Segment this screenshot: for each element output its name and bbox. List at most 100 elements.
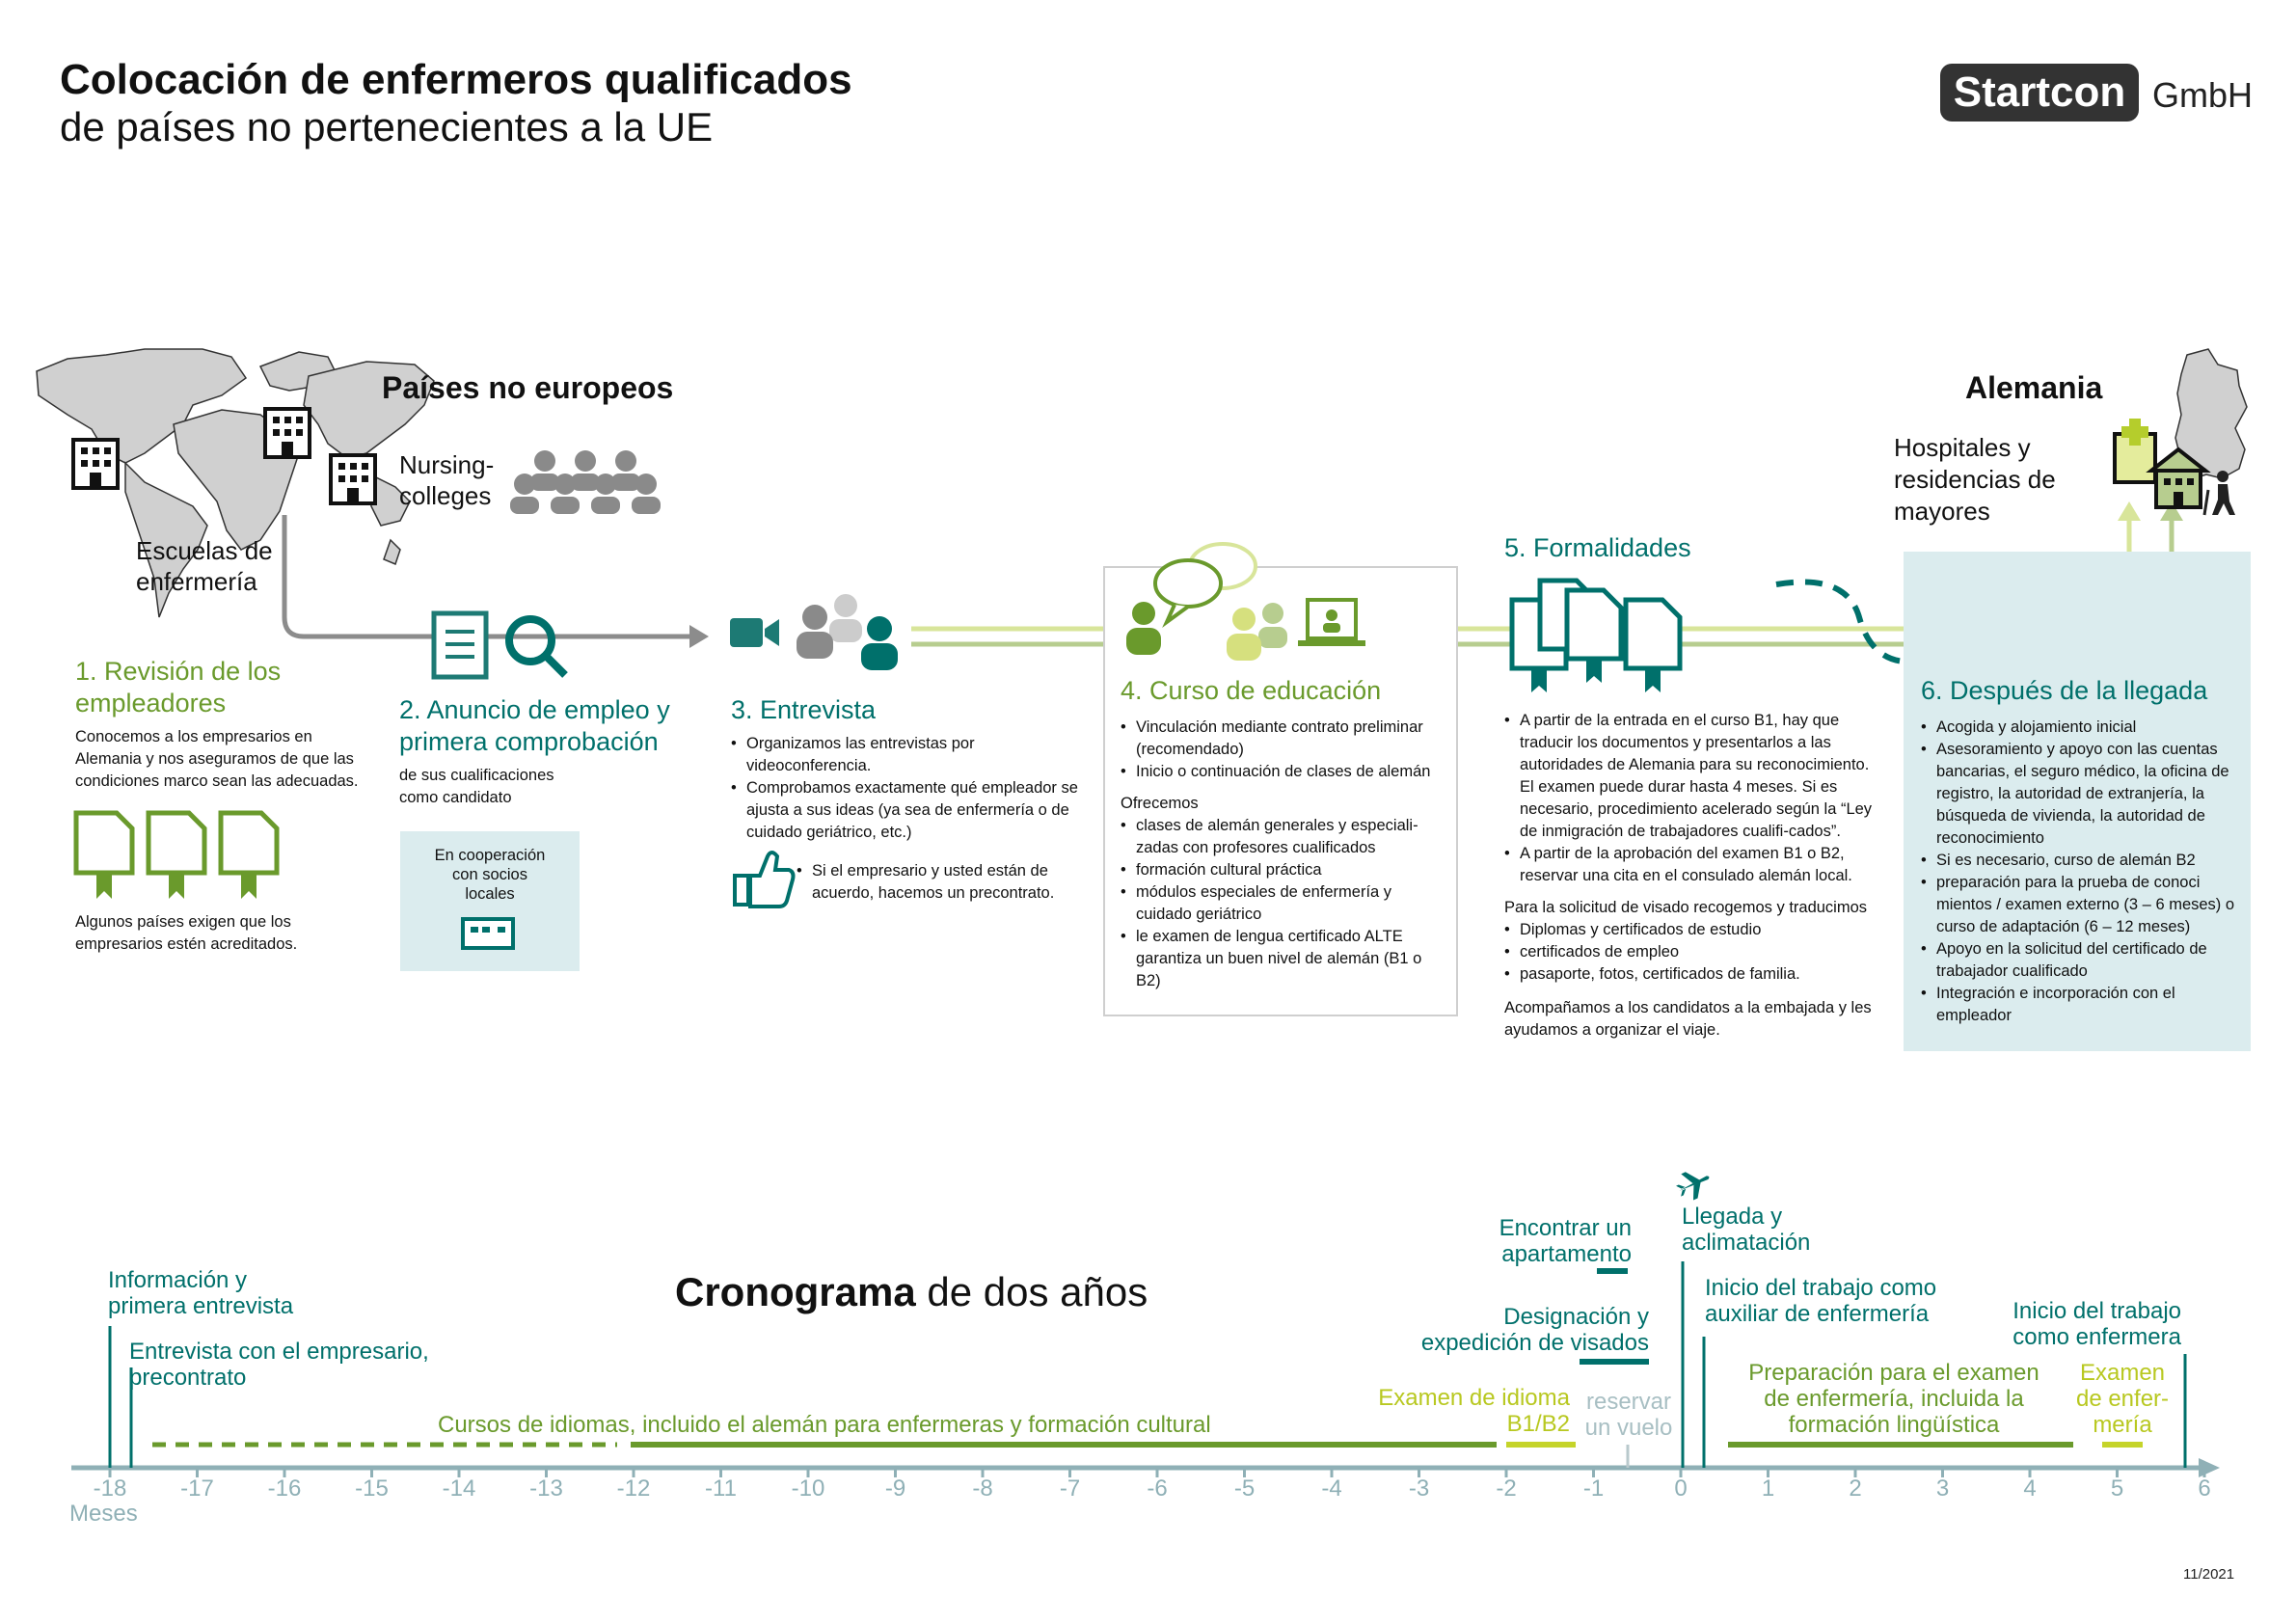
timeline-tick-label: 4 (2023, 1475, 2037, 1502)
timeline-tick-label: 2 (1849, 1475, 1862, 1502)
certificate-icons (73, 810, 280, 899)
timeline-tick-label: -6 (1147, 1475, 1168, 1502)
step3-item: Organizamos las entrevistas por videocon… (731, 733, 1078, 777)
tl-interview: Entrevista con el empresario, precontrat… (129, 1339, 429, 1391)
building-icon-2 (263, 407, 311, 459)
step3-title: 3. Entrevista (731, 695, 877, 724)
speech-bubbles-icon (1153, 542, 1257, 629)
step4-item: Inicio o continuación de clases de alemá… (1121, 761, 1445, 783)
timeline-tick-label: 6 (2198, 1475, 2211, 1502)
timeline-title: Cronograma de dos años (675, 1269, 1148, 1315)
timeline-tick-label: -15 (355, 1475, 389, 1502)
step6-item: Integración e incorporación con el emple… (1921, 983, 2239, 1027)
tl-arrival: Llegada y aclimatación (1682, 1204, 1811, 1256)
timeline-ticks (108, 1468, 2206, 1477)
step4-title: 4. Curso de educación (1121, 676, 1382, 705)
step5-visa-item: certificados de empleo (1504, 941, 1886, 963)
step2-text: de sus cualificaciones como candidato (399, 767, 554, 806)
timeline-tick-label: 5 (2110, 1475, 2124, 1502)
step5-visa-title: Para la solicitud de visado recogemos y … (1504, 899, 1868, 916)
step6-item: Apoyo en la solicitud del certificado de… (1921, 938, 2239, 983)
step6-item: preparación para la prueba de conoci mie… (1921, 872, 2239, 938)
grey-flow-arrow (282, 515, 689, 639)
people-group-icon (510, 450, 661, 514)
document-icon (431, 610, 489, 680)
timeline-tick-label: -16 (267, 1475, 302, 1502)
step3-list: Organizamos las entrevistas por videocon… (731, 733, 1078, 844)
tl-exam-nurse: Examen de enfer- mería (2075, 1360, 2170, 1438)
step1-note: Algunos países exigen que los empresario… (75, 913, 298, 953)
step6-item: Asesoramiento y apoyo con las cuentas ba… (1921, 739, 2239, 850)
step3-item: Comprobamos exactamente qué empleador se… (731, 777, 1078, 844)
step4-offer: módulos especiales de enfermería y cuida… (1121, 881, 1425, 926)
germany-map-icon (2174, 348, 2248, 481)
timeline-tick-label: -7 (1059, 1475, 1081, 1502)
magnifier-icon (505, 615, 568, 678)
timeline-tick-label: -2 (1496, 1475, 1517, 1502)
logo-badge: Startcon (1940, 64, 2139, 122)
timeline-tick-label: -3 (1408, 1475, 1430, 1502)
step5-item: A partir de la entrada en el curso B1, h… (1504, 710, 1886, 843)
timeline-tick-label: -17 (180, 1475, 214, 1502)
region-title-germany: Alemania (1965, 370, 2103, 405)
tl-visa: Designación y expedición de visados (1420, 1304, 1649, 1356)
flow-arrow-light (2118, 501, 2141, 521)
tl-courses: Cursos de idiomas, incluido el alemán pa… (438, 1412, 1211, 1438)
timeline-arrow (2199, 1458, 2220, 1477)
page-title: Colocación de enfermeros qualificados (60, 56, 852, 103)
timeline-tick-label: 0 (1674, 1475, 1688, 1502)
timeline-tick-label: -10 (791, 1475, 825, 1502)
step5-title: 5. Formalidades (1504, 533, 1691, 562)
step5-closing: Acompañamos a los candidatos a la embaja… (1504, 999, 1872, 1039)
timeline-tick-label: -4 (1321, 1475, 1342, 1502)
nursing-colleges-label: Nursing- colleges (399, 450, 495, 510)
step1-text: Conocemos a los empresarios en Alemania … (75, 728, 359, 790)
step6-title: 6. Después de la llegada (1921, 676, 2208, 705)
building-icon-1 (71, 438, 120, 490)
logo-suffix: GmbH (2152, 75, 2254, 115)
timeline-tick-label: 3 (1935, 1475, 1950, 1502)
id-card-icon (461, 917, 515, 950)
timeline-title-bold: Cronograma (675, 1269, 916, 1314)
step4-offer-title: Ofrecemos (1121, 795, 1199, 812)
step5-list: A partir de la entrada en el curso B1, h… (1504, 710, 1886, 1042)
timeline-tick-label: -18 (93, 1475, 127, 1502)
elderly-person-icon (2202, 471, 2235, 516)
grey-arrow-head (689, 625, 709, 648)
building-icon-3 (329, 453, 377, 505)
thumbs-up-icon (733, 851, 796, 908)
timeline-unit-label: Meses (69, 1501, 138, 1527)
hospitals-label: Hospitales y residencias de mayores (1894, 433, 2056, 526)
cooperation-text: En cooperación con socios locales (434, 847, 546, 903)
timeline-tick-label: 1 (1761, 1475, 1775, 1502)
step5-visa-item: pasaporte, fotos, certificados de famili… (1504, 963, 1886, 986)
tl-prep: Preparación para el examen de enfermería… (1748, 1360, 2039, 1438)
timeline-airplane-icon (1676, 1172, 1710, 1201)
step4-item: Vinculación mediante contrato preliminar… (1121, 717, 1445, 761)
step3-thumb-text: Si el empresario y usted están de acuerd… (797, 860, 1076, 905)
step5-item: A partir de la aprobación del examen B1 … (1504, 843, 1886, 887)
step4-offer: clases de alemán generales y especiali-z… (1121, 815, 1425, 859)
tl-exam-lang: Examen de idioma B1/B2 (1378, 1385, 1570, 1437)
timeline-tick-label: -13 (529, 1475, 563, 1502)
step5-visa-item: Diplomas y certificados de estudio (1504, 919, 1886, 941)
step3-thumb-item: Si el empresario y usted están de acuerd… (797, 860, 1076, 905)
timeline-tick-label: -5 (1233, 1475, 1256, 1502)
timeline-tick-label: -1 (1582, 1475, 1605, 1502)
step6-item: Acogida y alojamiento inicial (1921, 717, 2239, 739)
nursing-schools-label: Escuelas de enfermería (136, 536, 273, 596)
timeline-tick-label: -12 (616, 1475, 651, 1502)
timeline-tick-label: -14 (442, 1475, 476, 1502)
documents-stack-icon (1509, 578, 1683, 692)
timeline-title-rest: de dos años (915, 1269, 1148, 1314)
step2-title: 2. Anuncio de empleo y primera comprobac… (399, 695, 670, 756)
timeline-tick-label: -8 (972, 1475, 993, 1502)
step6-list: Acogida y alojamiento inicial Asesoramie… (1921, 717, 2239, 1027)
hospital-icon (2113, 419, 2157, 484)
tl-flight: reservar un vuelo (1584, 1389, 1673, 1441)
flow-arrow-green (2160, 501, 2183, 521)
step4-offer: le examen de lengua certificado ALTE gar… (1121, 926, 1425, 992)
region-title-non-eu: Países no europeos (382, 370, 674, 405)
laptop-icon (1298, 598, 1365, 646)
timeline-tick-label: -9 (884, 1475, 906, 1502)
